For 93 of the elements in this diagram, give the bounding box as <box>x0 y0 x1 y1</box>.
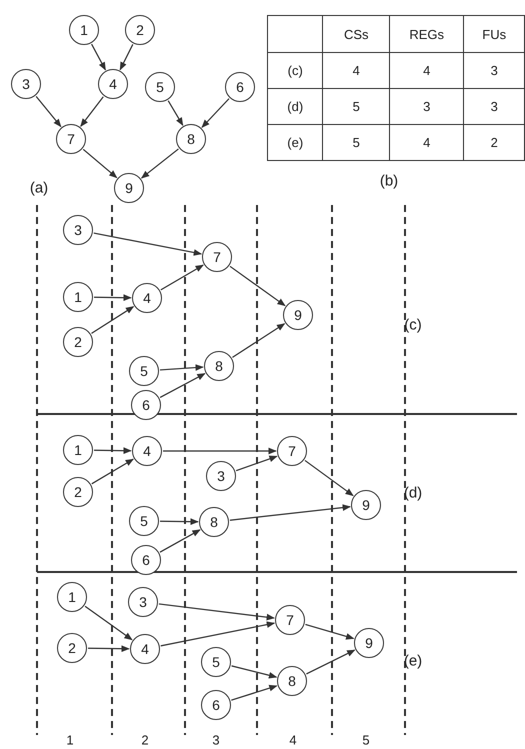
arrow <box>160 529 201 553</box>
node-circle: 5 <box>201 647 231 677</box>
node-circle: 5 <box>145 72 175 102</box>
table-cell: 2 <box>464 124 524 160</box>
row-header: (d) <box>268 88 323 124</box>
node-circle: 8 <box>277 666 307 696</box>
arrow <box>91 306 134 334</box>
node-circle: 4 <box>132 436 162 466</box>
arrow <box>94 447 132 454</box>
node-circle: 7 <box>275 605 305 635</box>
node-circle: 3 <box>128 587 158 617</box>
table-cell: 3 <box>464 52 524 88</box>
table-cell: 3 <box>389 88 464 124</box>
node-circle: 4 <box>98 69 128 99</box>
column-number: 4 <box>289 732 297 748</box>
node-circle: 7 <box>56 124 86 154</box>
column-header: REGs <box>389 16 464 52</box>
arrow <box>91 458 134 484</box>
node-circle: 4 <box>132 283 162 313</box>
node-circle: 7 <box>277 436 307 466</box>
node-circle: 9 <box>351 490 381 520</box>
table-cell: 4 <box>389 52 464 88</box>
node-circle: 2 <box>63 477 93 507</box>
node-circle: 5 <box>129 356 159 386</box>
node-circle: 9 <box>354 628 384 658</box>
arrow <box>160 364 204 371</box>
column-number: 3 <box>212 732 220 748</box>
arrow <box>80 96 104 127</box>
node-circle: 5 <box>129 506 159 536</box>
arrow <box>168 100 184 126</box>
node-circle: 6 <box>131 390 161 420</box>
table-cell: 4 <box>389 124 464 160</box>
arrow <box>91 44 106 71</box>
node-circle: 1 <box>63 435 93 465</box>
node-circle: 1 <box>63 282 93 312</box>
arrow <box>140 148 179 179</box>
node-circle: 9 <box>114 173 144 203</box>
arrow <box>84 606 133 640</box>
arrow <box>120 44 134 70</box>
panel-label: (e) <box>404 652 422 670</box>
column-number: 2 <box>141 732 149 748</box>
arrow <box>306 650 356 674</box>
arrow <box>160 373 206 398</box>
row-header: (e) <box>268 124 323 160</box>
node-circle: 6 <box>225 72 255 102</box>
arrow <box>160 264 204 290</box>
arrow <box>231 665 278 679</box>
column-header: FUs <box>464 16 524 52</box>
node-circle: 2 <box>57 633 87 663</box>
arrow <box>163 448 277 454</box>
node-circle: 2 <box>63 327 93 357</box>
arrow <box>94 232 202 256</box>
node-circle: 1 <box>69 15 99 45</box>
node-circle: 8 <box>199 507 229 537</box>
node-circle: 8 <box>176 124 206 154</box>
node-circle: 3 <box>11 69 41 99</box>
node-circle: 2 <box>125 15 155 45</box>
arrow <box>230 266 286 306</box>
row-header: (c) <box>268 52 323 88</box>
table-cell: 5 <box>322 88 390 124</box>
arrow <box>232 323 286 358</box>
panel-label: (b) <box>380 172 398 190</box>
arrow <box>94 294 132 302</box>
arrow <box>36 96 62 128</box>
node-circle: 4 <box>130 634 160 664</box>
node-circle: 8 <box>204 351 234 381</box>
column-number: 5 <box>362 732 370 748</box>
table-cell: 5 <box>322 124 390 160</box>
arrow <box>304 460 354 496</box>
node-circle: 9 <box>283 300 313 330</box>
arrow <box>305 624 354 640</box>
node-circle: 6 <box>131 545 161 575</box>
panel-label: (c) <box>404 316 422 334</box>
arrow <box>201 98 230 128</box>
node-circle: 1 <box>57 582 87 612</box>
arrow <box>160 518 199 526</box>
column-number: 1 <box>66 732 74 748</box>
node-circle: 3 <box>206 461 236 491</box>
arrow <box>231 684 278 701</box>
node-circle: 7 <box>202 242 232 272</box>
column-header: CSs <box>322 16 390 52</box>
panel-label: (d) <box>404 484 422 502</box>
arrow <box>160 621 276 646</box>
panel-label: (a) <box>30 180 48 196</box>
table-cell: 3 <box>464 88 524 124</box>
node-circle: 3 <box>63 215 93 245</box>
arrow <box>88 645 130 652</box>
table-cell: 4 <box>322 52 390 88</box>
arrow <box>158 603 275 620</box>
arrow <box>236 456 278 472</box>
arrow <box>230 504 351 521</box>
arrow <box>82 148 118 178</box>
node-circle: 6 <box>201 690 231 720</box>
